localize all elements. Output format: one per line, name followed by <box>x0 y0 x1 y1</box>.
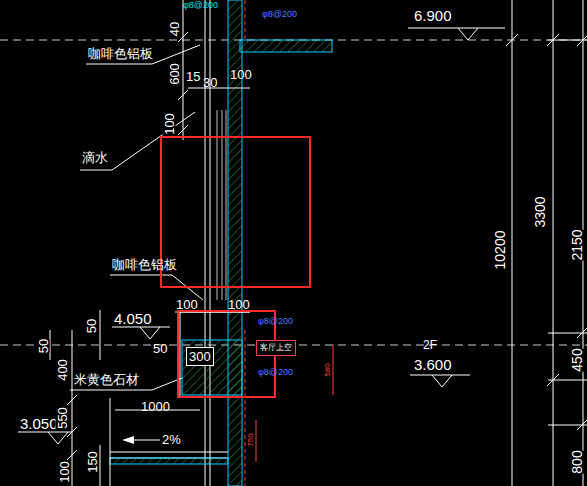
annotation-text: 2% <box>162 433 181 446</box>
dimension-text: 400 <box>56 359 69 381</box>
highlight-box <box>161 137 310 287</box>
dimension-text: 2150 <box>570 229 584 260</box>
annotation-text: 咖啡色铝板 <box>88 47 153 60</box>
annotation-text: 3.600 <box>414 357 452 372</box>
annotation-text: 100 <box>230 68 252 81</box>
balcony-slab <box>110 398 228 486</box>
annotation-text: 咖啡色铝板 <box>112 258 177 271</box>
annotation-text: 100 <box>228 298 250 311</box>
dimension-text: 600 <box>168 63 181 85</box>
dimension-line <box>333 345 334 395</box>
dimension-text: 800 <box>570 450 584 473</box>
annotation-text: φ8@200 <box>262 10 297 19</box>
elevation-marks <box>18 28 505 444</box>
dimension-text: 100 <box>163 113 176 135</box>
dimension-text: 50 <box>85 319 98 333</box>
dimension-line <box>256 420 257 462</box>
dimension-text: 550 <box>56 407 69 429</box>
dimension-text: 50 <box>37 339 50 353</box>
annotation-text: 3.050 <box>20 416 58 431</box>
annotation-text: φ8@200 <box>258 368 293 377</box>
annotation-text: 15 <box>186 70 200 83</box>
dimension-lines <box>506 0 587 486</box>
annotation-text: 2F <box>423 339 437 351</box>
annotation-text: φ8@200 <box>183 1 218 10</box>
annotation-text: φ8@200 <box>258 317 293 326</box>
dimension-text: 150 <box>86 451 99 473</box>
dimension-text: 100 <box>58 461 71 483</box>
dimension-text: 10200 <box>493 231 507 270</box>
leader-lines <box>70 45 203 390</box>
dimension-text: 3300 <box>533 196 547 227</box>
label-box: 300 <box>186 347 214 366</box>
dimension-text: 580 <box>324 363 332 376</box>
annotation-text: 1000 <box>141 400 170 413</box>
box-text: 300 <box>189 350 211 363</box>
dimension-text: 450 <box>570 348 584 371</box>
annotation-text: 6.900 <box>414 8 452 23</box>
dimension-lines <box>50 0 250 486</box>
dimension-text: 750 <box>247 433 255 446</box>
label-box: 客厅上空 <box>256 340 296 356</box>
annotation-text: 30 <box>203 76 217 89</box>
annotation-text: 50 <box>153 342 167 355</box>
dimension-text: 40 <box>168 22 181 36</box>
annotation-text: 4.050 <box>114 311 152 326</box>
annotation-text: 滴水 <box>82 151 108 164</box>
box-text: 客厅上空 <box>260 344 292 352</box>
annotation-text: 100 <box>176 298 198 311</box>
annotation-text: 米黄色石材 <box>74 373 139 386</box>
